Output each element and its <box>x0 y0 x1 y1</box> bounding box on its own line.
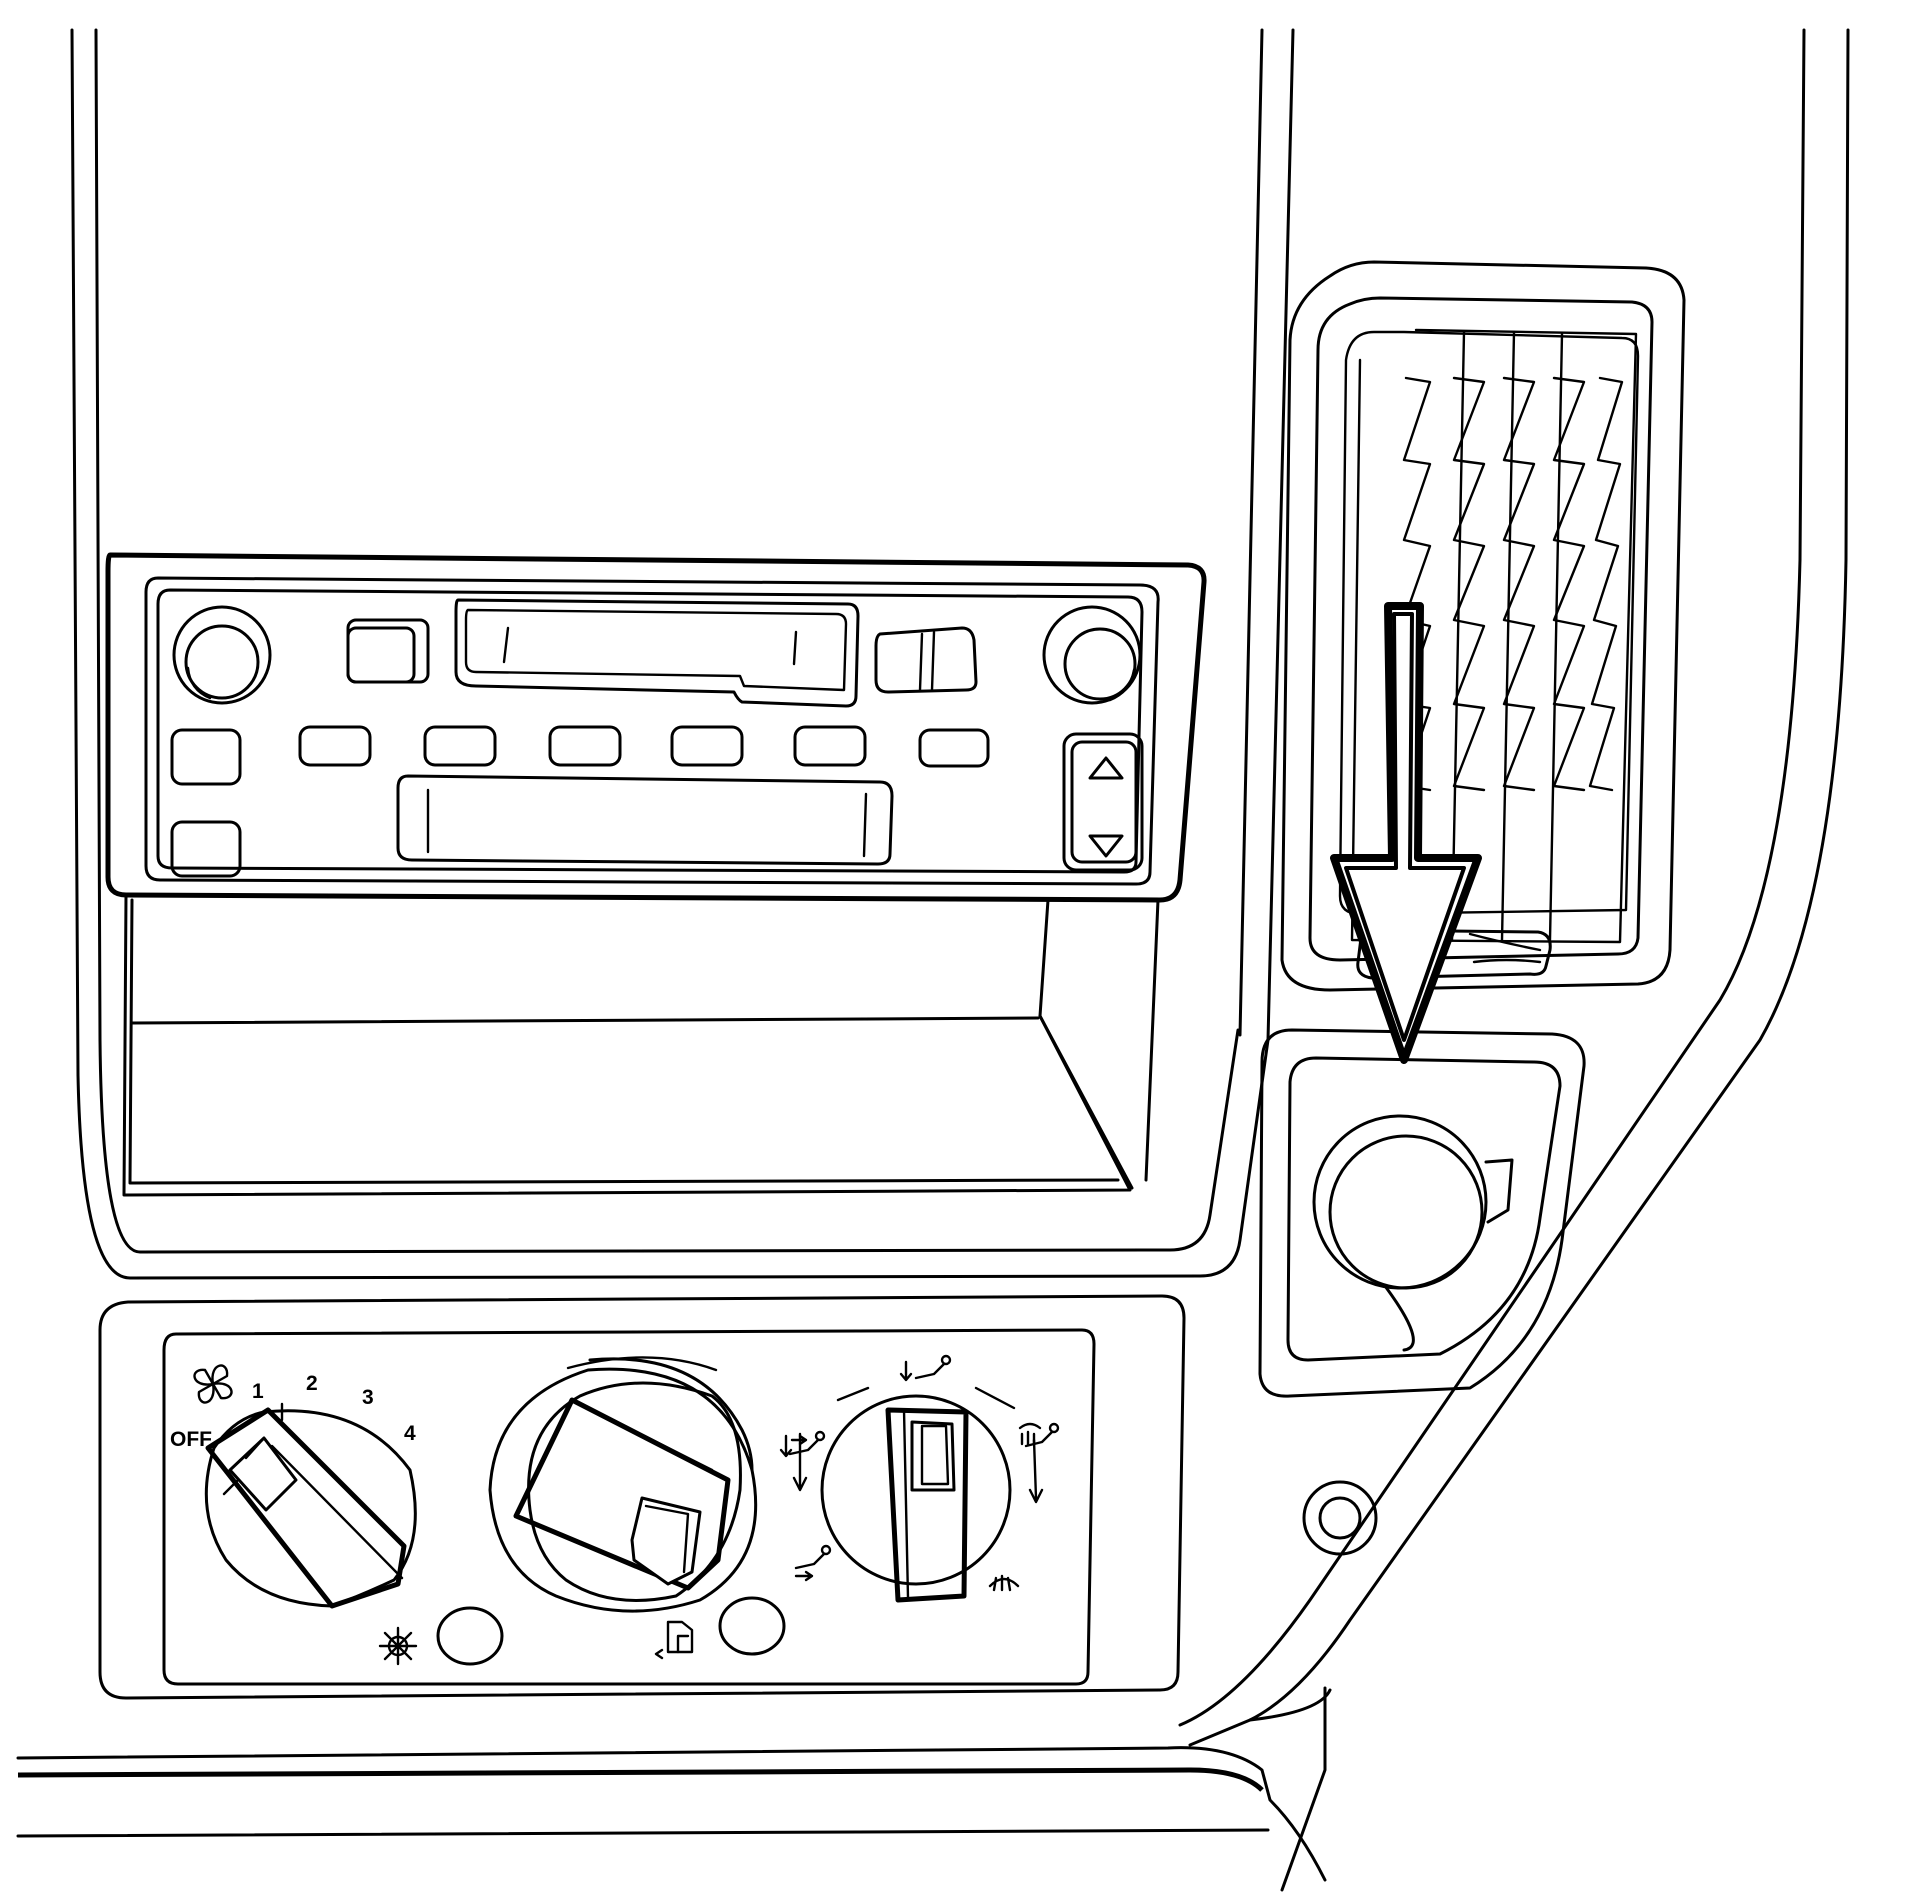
fan-speed-label-1: 1 <box>252 1380 264 1403</box>
radio-preset-button-5[interactable] <box>793 725 867 767</box>
radio-cassette-unit <box>105 552 1207 903</box>
radio-display <box>396 774 894 866</box>
cassette-door[interactable] <box>454 598 860 708</box>
floor-mode-icon <box>794 1544 832 1582</box>
radio-preset-button-2[interactable] <box>423 725 497 767</box>
fan-icon <box>193 1364 233 1404</box>
triangle-down-icon <box>1088 834 1124 858</box>
temperature-knob[interactable] <box>488 1356 758 1613</box>
bilevel-mode-icon <box>779 1430 826 1458</box>
windshield-defrost-icon <box>988 1574 1020 1592</box>
storage-bin <box>122 893 1160 1197</box>
recirc-button[interactable] <box>718 1596 786 1656</box>
radio-volume-knob[interactable] <box>172 605 272 705</box>
radio-preset-button-3[interactable] <box>548 725 622 767</box>
recirculation-icon <box>654 1620 694 1660</box>
fan-speed-knob[interactable] <box>204 1402 417 1609</box>
power-outlet[interactable] <box>1258 1028 1586 1398</box>
fan-speed-label-4: 4 <box>404 1422 416 1445</box>
callout-arrow <box>1330 602 1482 1064</box>
snowflake-ac-icon <box>378 1626 418 1666</box>
triangle-up-icon <box>1088 756 1124 780</box>
ac-button[interactable] <box>436 1606 504 1666</box>
radio-power-button[interactable] <box>170 728 242 786</box>
radio-preset-button-4[interactable] <box>670 725 744 767</box>
radio-mode-slider[interactable] <box>874 626 978 694</box>
mode-knob[interactable] <box>779 1354 1060 1603</box>
dash-screw <box>1302 1480 1378 1556</box>
radio-seek-buttons[interactable] <box>1062 732 1144 872</box>
radio-band-button[interactable] <box>170 820 242 878</box>
climate-control-panel: OFF 1 2 3 4 <box>98 1294 1186 1700</box>
vent-mode-icon <box>899 1354 952 1382</box>
fan-speed-label-3: 3 <box>362 1386 374 1409</box>
fan-speed-label-off: OFF <box>170 1428 212 1451</box>
dashboard-panel <box>16 28 1850 1892</box>
air-vent[interactable] <box>1280 260 1686 992</box>
radio-preset-button-1[interactable] <box>298 725 372 767</box>
fan-speed-label-2: 2 <box>306 1372 318 1395</box>
radio-eject-button[interactable] <box>346 618 430 684</box>
radio-tune-knob[interactable] <box>1042 605 1142 705</box>
defrost-mode-icon <box>1018 1422 1060 1448</box>
radio-preset-button-6[interactable] <box>918 728 990 768</box>
